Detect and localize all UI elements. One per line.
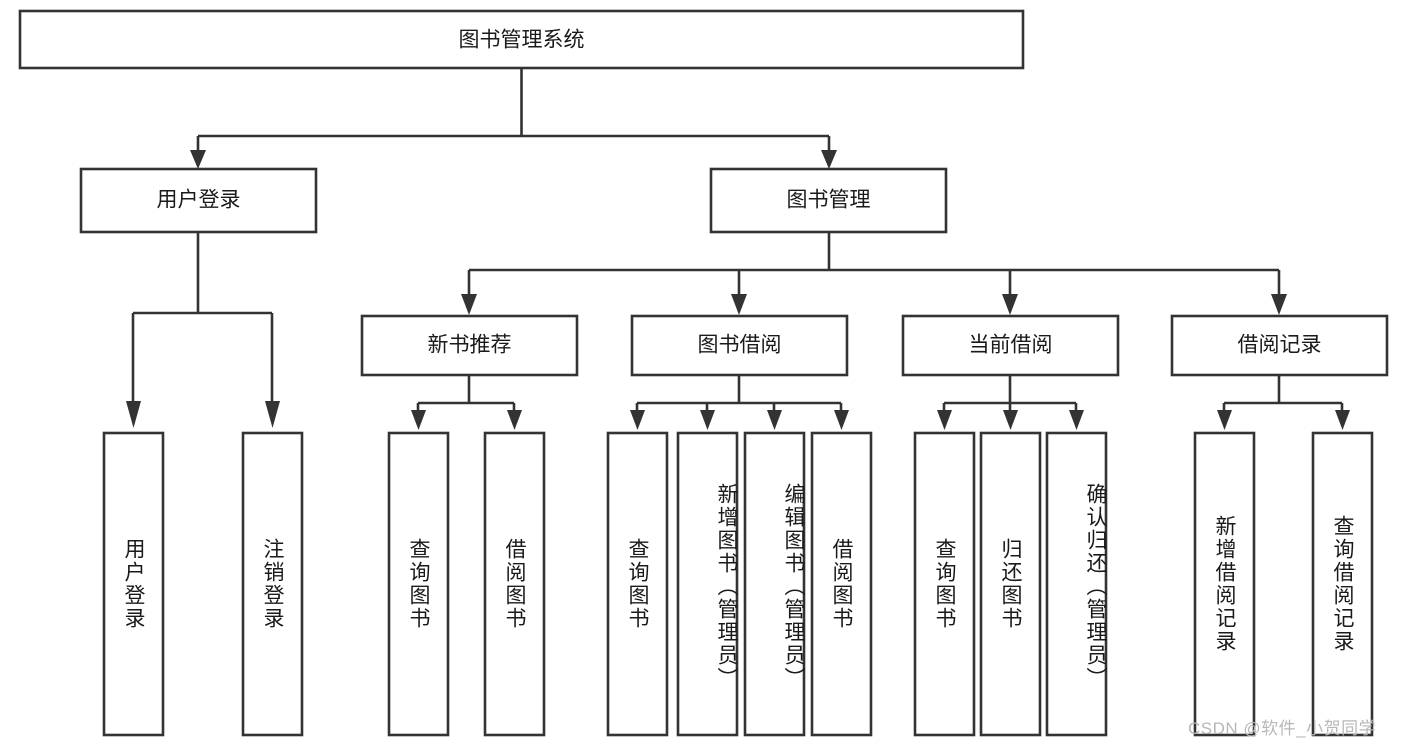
arrow-leaf-borrow-book-1: [507, 410, 522, 430]
arrow-leaf-edit-book: [767, 410, 782, 430]
arrow-leaf-add-book: [700, 410, 715, 430]
node-root-rect[interactable]: [18, 9, 1025, 70]
node-current-borrow[interactable]: 当前借阅: [901, 314, 1120, 377]
node-borrow-record-rect[interactable]: [1170, 314, 1389, 377]
node-book-borrow-rect[interactable]: [630, 314, 849, 377]
node-new-book-rec[interactable]: 新书推荐: [360, 314, 579, 377]
arrow-leaf-add-record: [1217, 410, 1232, 430]
node-leaf-borrow-book-1-rect[interactable]: [483, 431, 546, 737]
node-leaf-confirm-return-rect[interactable]: [1045, 431, 1108, 737]
node-leaf-edit-book-rect[interactable]: [743, 431, 806, 737]
connectors: [126, 68, 1350, 430]
node-root[interactable]: 图书管理系统: [18, 9, 1025, 70]
arrow-leaf-return-book: [1003, 410, 1018, 430]
node-book-manage[interactable]: 图书管理: [709, 167, 948, 234]
node-leaf-logout-rect[interactable]: [241, 431, 304, 737]
node-book-borrow[interactable]: 图书借阅: [630, 314, 849, 377]
node-user-login[interactable]: 用户登录: [79, 167, 318, 234]
arrow-leaf-query-record: [1335, 410, 1350, 430]
node-leaf-borrow-book-2-rect[interactable]: [810, 431, 873, 737]
node-current-borrow-rect[interactable]: [901, 314, 1120, 377]
arrow-book-borrow: [731, 294, 747, 315]
node-leaf-query-book-3-rect[interactable]: [913, 431, 976, 737]
node-book-borrow-label: 图书借阅: [698, 334, 782, 357]
node-current-borrow-label: 当前借阅: [969, 334, 1053, 357]
node-borrow-record[interactable]: 借阅记录: [1170, 314, 1389, 377]
node-leaf-add-record-rect[interactable]: [1193, 431, 1256, 737]
node-new-book-rec-rect[interactable]: [360, 314, 579, 377]
arrow-to-user-login: [190, 150, 206, 169]
node-root-label: 图书管理系统: [459, 29, 585, 52]
arrow-new-book-rec: [461, 294, 477, 315]
node-leaf-query-record-rect[interactable]: [1311, 431, 1374, 737]
node-new-book-rec-label: 新书推荐: [428, 334, 512, 357]
leaf-rects: [102, 431, 1374, 737]
csdn-watermark: CSDN @软件_小贺同学: [1188, 719, 1377, 738]
node-user-login-label: 用户登录: [157, 189, 241, 212]
node-user-login-rect[interactable]: [79, 167, 318, 234]
arrow-leaf-query-book-1: [411, 410, 426, 430]
node-leaf-query-book-2-rect[interactable]: [606, 431, 669, 737]
arrow-leaf-borrow-book-2: [834, 410, 849, 430]
node-book-manage-rect[interactable]: [709, 167, 948, 234]
node-leaf-user-login-rect[interactable]: [102, 431, 165, 737]
arrow-leaf-confirm-return: [1069, 410, 1084, 430]
arrow-leaf-query-book-3: [937, 410, 952, 430]
arrow-leaf-user-login: [126, 401, 141, 428]
arrow-leaf-logout: [265, 401, 280, 428]
node-book-manage-label: 图书管理: [787, 189, 871, 212]
arrow-borrow-record: [1271, 294, 1287, 315]
arrow-leaf-query-book-2: [630, 410, 645, 430]
arrow-to-book-manage: [821, 150, 837, 169]
node-leaf-add-book-rect[interactable]: [676, 431, 739, 737]
arrow-current-borrow: [1002, 294, 1018, 315]
node-borrow-record-label: 借阅记录: [1238, 334, 1322, 357]
node-leaf-return-book-rect[interactable]: [979, 431, 1042, 737]
node-leaf-query-book-1-rect[interactable]: [387, 431, 450, 737]
